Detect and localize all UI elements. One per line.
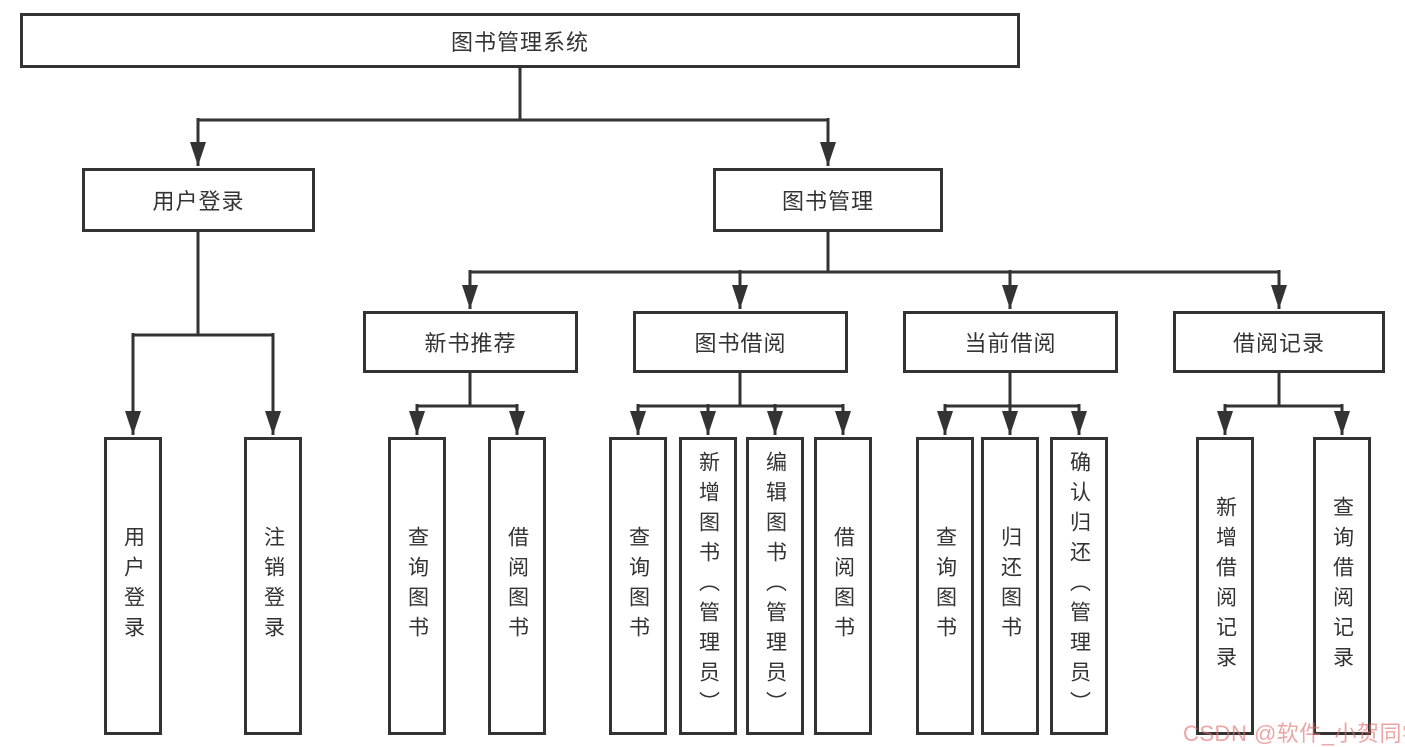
leaf-current-query: 查询图书	[916, 437, 974, 735]
node-book-mgmt: 图书管理	[713, 168, 943, 232]
leaf-logout: 注销登录	[244, 437, 302, 735]
leaf-current-confirm-admin-label: 确认归还（管理员）	[1067, 451, 1091, 721]
connector-borrow-records-children	[1217, 373, 1350, 435]
leaf-borrow-query: 查询图书	[609, 437, 667, 735]
connector-new-book-children	[409, 373, 525, 435]
connector-book-borrow-children	[630, 373, 851, 435]
leaf-logout-label: 注销登录	[261, 526, 285, 646]
leaf-newbook-query: 查询图书	[388, 437, 446, 735]
connector-user-login-children	[125, 232, 281, 435]
leaf-user-login-label: 用户登录	[121, 526, 145, 646]
node-book-mgmt-label: 图书管理	[781, 189, 874, 214]
connector-current-borrow-children	[937, 373, 1087, 435]
node-root-system-label: 图书管理系统	[450, 29, 589, 55]
leaf-records-query-label: 查询借阅记录	[1330, 496, 1354, 676]
node-root-system: 图书管理系统	[20, 13, 1020, 68]
node-book-borrow: 图书借阅	[633, 311, 848, 373]
leaf-newbook-query-label: 查询图书	[405, 526, 429, 646]
leaf-records-add-label: 新增借阅记录	[1213, 496, 1237, 676]
node-borrow-records: 借阅记录	[1173, 311, 1385, 373]
leaf-current-confirm-admin: 确认归还（管理员）	[1050, 437, 1108, 735]
node-user-login: 用户登录	[82, 168, 315, 232]
node-user-login-label: 用户登录	[152, 189, 245, 214]
leaf-borrow-book-label: 借阅图书	[831, 526, 855, 646]
leaf-current-return-label: 归还图书	[998, 526, 1022, 646]
leaf-borrow-edit-admin-label: 编辑图书（管理员）	[763, 451, 787, 721]
leaf-newbook-borrow-label: 借阅图书	[505, 526, 529, 646]
leaf-borrow-add-admin-label: 新增图书（管理员）	[696, 451, 720, 721]
leaf-borrow-book: 借阅图书	[814, 437, 872, 735]
leaf-current-return: 归还图书	[981, 437, 1039, 735]
connector-book-mgmt-children	[462, 232, 1287, 309]
connector-root-to-level2	[190, 68, 836, 166]
node-book-borrow-label: 图书借阅	[694, 331, 787, 356]
node-current-borrow-label: 当前借阅	[964, 331, 1057, 356]
leaf-borrow-edit-admin: 编辑图书（管理员）	[746, 437, 804, 735]
leaf-current-query-label: 查询图书	[933, 526, 957, 646]
csdn-watermark: CSDN @软件_小贺同学	[1183, 721, 1405, 746]
leaf-borrow-add-admin: 新增图书（管理员）	[679, 437, 737, 735]
node-current-borrow: 当前借阅	[903, 311, 1118, 373]
leaf-borrow-query-label: 查询图书	[626, 526, 650, 646]
leaf-records-add: 新增借阅记录	[1196, 437, 1254, 735]
leaf-newbook-borrow: 借阅图书	[488, 437, 546, 735]
leaf-records-query: 查询借阅记录	[1313, 437, 1371, 735]
leaf-user-login: 用户登录	[104, 437, 162, 735]
node-new-book-label: 新书推荐	[424, 331, 517, 356]
node-new-book: 新书推荐	[363, 311, 578, 373]
node-borrow-records-label: 借阅记录	[1232, 331, 1325, 356]
